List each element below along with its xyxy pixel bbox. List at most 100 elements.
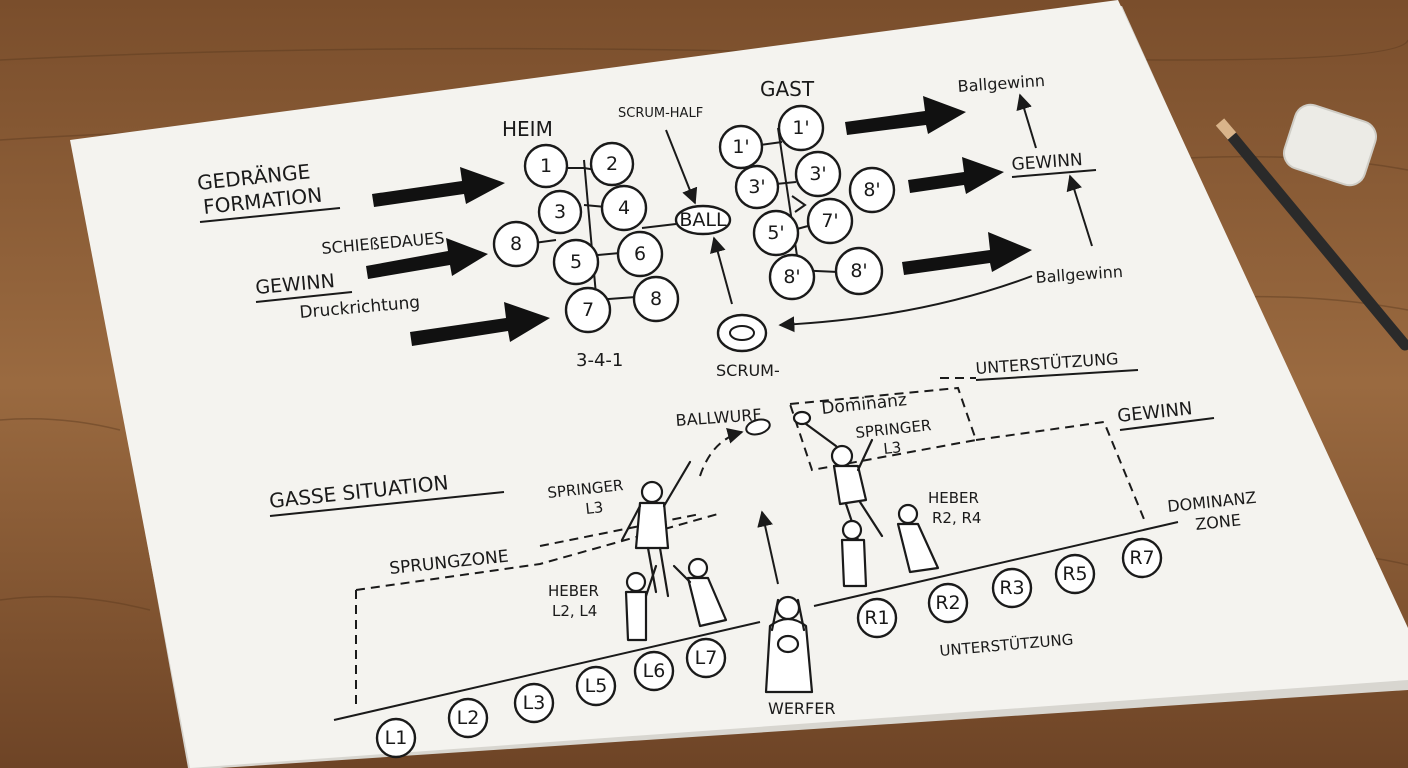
svg-text:L1: L1: [385, 727, 408, 749]
svg-text:5: 5: [570, 251, 582, 273]
left-player[interactable]: L6: [633, 650, 675, 692]
push-arrows: [366, 167, 550, 346]
svg-text:7: 7: [582, 299, 594, 321]
away-player[interactable]: 8': [834, 246, 884, 296]
svg-text:BALL: BALL: [679, 209, 727, 231]
push-arrow-bottom-icon: [410, 302, 550, 346]
push-arrow-mid-icon: [366, 238, 488, 279]
home-player[interactable]: 8: [632, 275, 680, 323]
away-player[interactable]: 5': [752, 209, 800, 257]
svg-text:L5: L5: [585, 675, 608, 697]
throw-dash-arrow: [699, 427, 744, 477]
left-player[interactable]: L7: [685, 637, 727, 679]
home-player[interactable]: 1: [523, 143, 569, 189]
pencil: [1215, 118, 1408, 351]
jumper-right-line2: L3: [883, 438, 903, 458]
scrum-bottom-label: SCRUM-: [716, 361, 780, 380]
away-push-arrows: [845, 96, 1032, 275]
feed-curve-arrow: [778, 275, 1033, 333]
right-player[interactable]: R7: [1121, 537, 1163, 579]
home-pack: 1 2 3 4 8 5 6 7 8: [492, 141, 680, 334]
away-player[interactable]: 1': [718, 124, 764, 170]
home-player[interactable]: 5: [552, 238, 600, 286]
svg-text:L2: L2: [457, 707, 480, 729]
away-arrow-bottom-icon: [902, 232, 1032, 275]
svg-text:L6: L6: [643, 660, 666, 682]
right-player[interactable]: R3: [991, 567, 1033, 609]
away-player[interactable]: 8': [768, 253, 816, 301]
svg-text:4: 4: [618, 197, 630, 219]
thrower-figure: [764, 595, 814, 694]
jump-zone-box: [355, 513, 719, 706]
right-player[interactable]: R5: [1054, 553, 1096, 595]
svg-text:3': 3': [748, 176, 765, 198]
away-player[interactable]: 7': [806, 197, 854, 245]
svg-text:8': 8': [850, 260, 867, 282]
left-player[interactable]: L3: [513, 682, 555, 724]
throw-up-arrow: [757, 510, 779, 585]
left-line: [333, 621, 761, 721]
away-title: GAST: [760, 77, 815, 101]
svg-text:2: 2: [606, 153, 618, 175]
away-player[interactable]: 3': [734, 164, 780, 210]
scrum-title-underline: [199, 207, 341, 223]
away-arrow-mid-icon: [908, 157, 1004, 194]
svg-text:8: 8: [510, 233, 522, 255]
right-top-arrow: [1016, 93, 1037, 149]
svg-text:3: 3: [554, 201, 566, 223]
svg-text:5': 5': [767, 222, 784, 244]
svg-text:R5: R5: [1062, 563, 1087, 585]
ball-up-arrow: [710, 236, 733, 305]
dominance-zone-line2: ZONE: [1194, 510, 1241, 534]
home-player[interactable]: 4: [600, 184, 648, 232]
right-mid-label: GEWINN: [1011, 150, 1083, 175]
right-player[interactable]: R1: [856, 597, 898, 639]
away-pack: 1' 1' 3' 3' 8' 5' 7' 8' 8': [718, 104, 896, 301]
right-lift-figure: [792, 410, 940, 588]
home-player[interactable]: 8: [492, 220, 540, 268]
svg-text:8': 8': [783, 266, 800, 288]
left-player[interactable]: L5: [575, 665, 617, 707]
right-player[interactable]: R2: [927, 582, 969, 624]
dominance-zone-dash: [975, 420, 1147, 525]
svg-text:L3: L3: [523, 692, 546, 714]
svg-text:1': 1': [732, 136, 749, 158]
home-player[interactable]: 6: [616, 230, 664, 278]
away-player[interactable]: 8': [848, 166, 896, 214]
push-arrow-top-icon: [372, 167, 505, 207]
home-player[interactable]: 3: [537, 189, 583, 235]
right-line: [813, 521, 1179, 607]
scrum-feed-ring[interactable]: [716, 313, 768, 353]
svg-text:L7: L7: [695, 647, 718, 669]
scrum-half-label: SCRUM-HALF: [618, 106, 703, 121]
svg-text:R2: R2: [935, 592, 960, 614]
svg-text:7': 7': [821, 210, 838, 232]
home-title: HEIM: [502, 117, 553, 141]
left-player[interactable]: L2: [447, 697, 489, 739]
lifter-left-line2: L2, L4: [552, 602, 597, 620]
home-player[interactable]: 7: [564, 286, 612, 334]
lifter-left-line1: HEBER: [548, 582, 599, 600]
left-player[interactable]: L1: [375, 717, 417, 759]
support-top-underline: [975, 369, 1139, 381]
thrower-label: WERFER: [768, 699, 835, 718]
svg-text:6: 6: [634, 243, 646, 265]
formation-label: 3-4-1: [576, 350, 623, 371]
scrum-ball[interactable]: BALL: [674, 204, 732, 236]
right-bottom-arrow: [1066, 174, 1093, 247]
svg-text:R7: R7: [1129, 547, 1154, 569]
scrum-section: GEDRÄNGE FORMATION SCHIEßEDAUES GEWINN D…: [196, 71, 1124, 380]
lineout-title-underline: [269, 491, 505, 517]
svg-text:3': 3': [809, 163, 826, 185]
right-mid-underline: [1011, 169, 1097, 178]
lifter-right-line2: R2, R4: [932, 509, 981, 527]
eraser: [1283, 103, 1377, 187]
right-players: R1 R2 R3 R5 R7: [856, 537, 1163, 639]
away-player[interactable]: 1': [777, 104, 825, 152]
home-player[interactable]: 2: [589, 141, 635, 187]
away-arrow-top-icon: [845, 96, 966, 135]
svg-text:R3: R3: [999, 577, 1024, 599]
away-player[interactable]: 3': [794, 150, 842, 198]
lineout-ball[interactable]: [745, 417, 772, 437]
